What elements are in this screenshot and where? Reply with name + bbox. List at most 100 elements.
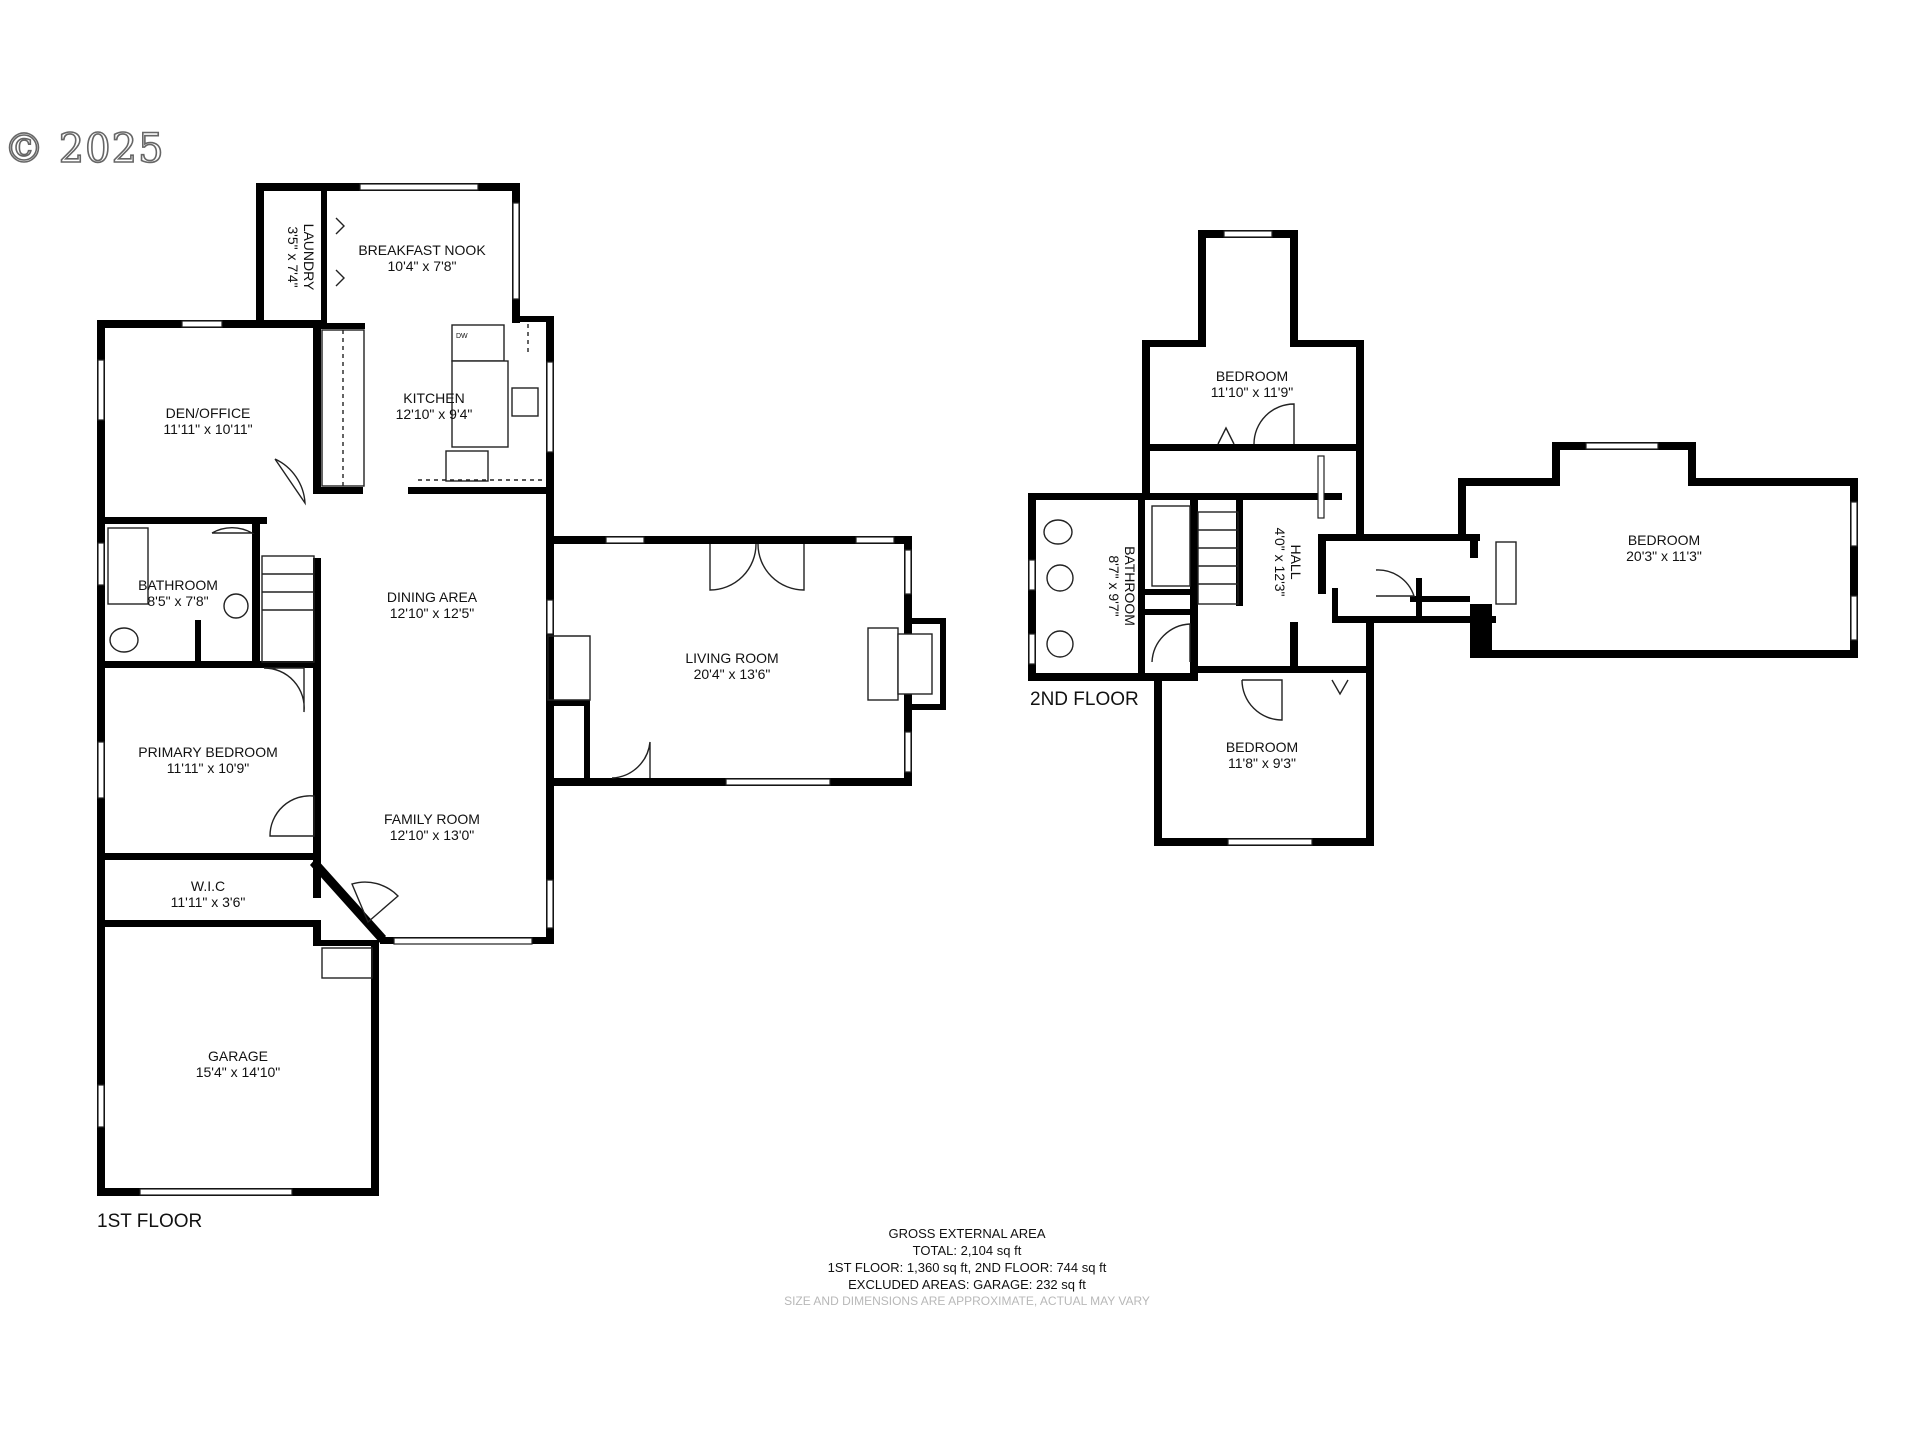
wall — [1688, 442, 1696, 486]
svg-text:8'7" x 9'7": 8'7" x 9'7" — [1106, 555, 1122, 616]
svg-text:HALL: HALL — [1288, 544, 1304, 579]
room-garage-name: GARAGE — [208, 1048, 268, 1064]
stairs-garage — [321, 947, 373, 979]
bathtub — [1151, 505, 1191, 587]
bathroom-sink — [1046, 564, 1074, 592]
toilet — [1043, 519, 1073, 545]
wall — [1850, 478, 1858, 658]
room-wic-dims: 11'11" x 3'6" — [171, 894, 246, 910]
door — [709, 543, 757, 591]
bathtub — [107, 527, 149, 605]
wall — [512, 316, 554, 322]
room-bedroom-a-dims: 11'10" x 11'9" — [1211, 384, 1294, 400]
wall — [1138, 609, 1190, 615]
window — [546, 599, 554, 635]
room-kitchen-dims: 12'10" x 9'4" — [396, 406, 473, 422]
door — [269, 795, 315, 837]
wall — [1190, 493, 1198, 681]
wall — [1318, 534, 1326, 594]
first-floor: DW — [97, 183, 946, 1196]
window — [1028, 633, 1036, 665]
room-dining-area-name: DINING AREA — [387, 589, 478, 605]
wall — [1236, 500, 1243, 606]
room-bedroom-c-dims: 11'8" x 9'3" — [1228, 755, 1296, 771]
stove — [445, 450, 489, 482]
window — [1028, 559, 1036, 591]
wall — [313, 487, 363, 494]
floor-label-1st: 1ST FLOOR — [97, 1211, 202, 1232]
copyright-watermark: © 2025 — [4, 126, 165, 172]
room-bedroom-a-name: BEDROOM — [1216, 368, 1288, 384]
bathroom-sink — [1046, 630, 1074, 658]
door — [263, 667, 305, 713]
kitchen-island — [451, 360, 509, 448]
wall — [1154, 673, 1162, 845]
room-kitchen-name: KITCHEN — [403, 390, 464, 406]
window — [546, 361, 554, 453]
window — [904, 549, 912, 595]
svg-text:BATHROOM: BATHROOM — [1122, 546, 1138, 626]
room-labels: LAUNDRY 3'5" x 7'4" BREAKFAST NOOK 10'4"… — [138, 224, 1702, 1080]
wall — [1028, 493, 1198, 500]
wall — [546, 536, 912, 544]
window — [393, 937, 533, 945]
toilet — [109, 627, 139, 653]
wall — [1416, 578, 1422, 622]
room-bathroom-1-name: BATHROOM — [138, 577, 218, 593]
wall — [252, 524, 260, 661]
wall — [1470, 604, 1492, 658]
wall — [1290, 622, 1298, 672]
wall — [940, 618, 946, 710]
room-garage-dims: 15'4" x 14'10" — [196, 1064, 281, 1080]
wall — [321, 191, 327, 323]
wall — [1028, 673, 1198, 681]
wall — [1198, 230, 1206, 346]
room-bedroom-c-name: BEDROOM — [1226, 739, 1298, 755]
stair-left-kitchen — [321, 329, 365, 487]
window — [1317, 455, 1325, 519]
door — [1217, 426, 1235, 445]
door — [351, 881, 400, 924]
door — [1331, 679, 1349, 696]
room-wic-name: W.I.C — [191, 878, 225, 894]
wall — [1138, 493, 1145, 673]
wall — [313, 558, 321, 898]
room-breakfast-nook-dims: 10'4" x 7'8" — [388, 258, 457, 274]
window — [359, 183, 479, 191]
wall — [195, 620, 201, 664]
window — [97, 542, 105, 586]
wall — [1552, 442, 1560, 486]
svg-text:LAUNDRY: LAUNDRY — [301, 224, 317, 291]
wall — [1470, 650, 1858, 658]
window — [546, 879, 554, 929]
svg-text:3'5" x 7'4": 3'5" x 7'4" — [285, 226, 301, 287]
wall — [408, 487, 554, 494]
wall — [97, 661, 317, 668]
window — [181, 320, 223, 328]
area-floors: 1ST FLOOR: 1,360 sq ft, 2ND FLOOR: 744 s… — [828, 1260, 1107, 1275]
window — [139, 1188, 293, 1196]
window — [512, 202, 520, 300]
wall — [1290, 340, 1362, 347]
wall — [1332, 616, 1496, 623]
wall — [1332, 588, 1338, 622]
wall — [313, 320, 321, 488]
room-living-room-dims: 20'4" x 13'6" — [694, 666, 771, 682]
wall — [97, 853, 314, 860]
sink — [511, 387, 539, 417]
wall — [1356, 340, 1364, 536]
area-summary: GROSS EXTERNAL AREA TOTAL: 2,104 sq ft 1… — [784, 1226, 1150, 1308]
closet — [1495, 541, 1517, 605]
wall — [1318, 534, 1480, 541]
window — [1585, 442, 1659, 450]
window — [605, 536, 645, 544]
wall — [1142, 493, 1342, 500]
wall — [584, 700, 590, 786]
room-breakfast-nook-name: BREAKFAST NOOK — [358, 242, 486, 258]
room-primary-bedroom-name: PRIMARY BEDROOM — [138, 744, 278, 760]
wall — [97, 517, 267, 524]
kitchen-counter — [451, 324, 505, 362]
room-family-room-name: FAMILY ROOM — [384, 811, 480, 827]
window — [855, 536, 895, 544]
